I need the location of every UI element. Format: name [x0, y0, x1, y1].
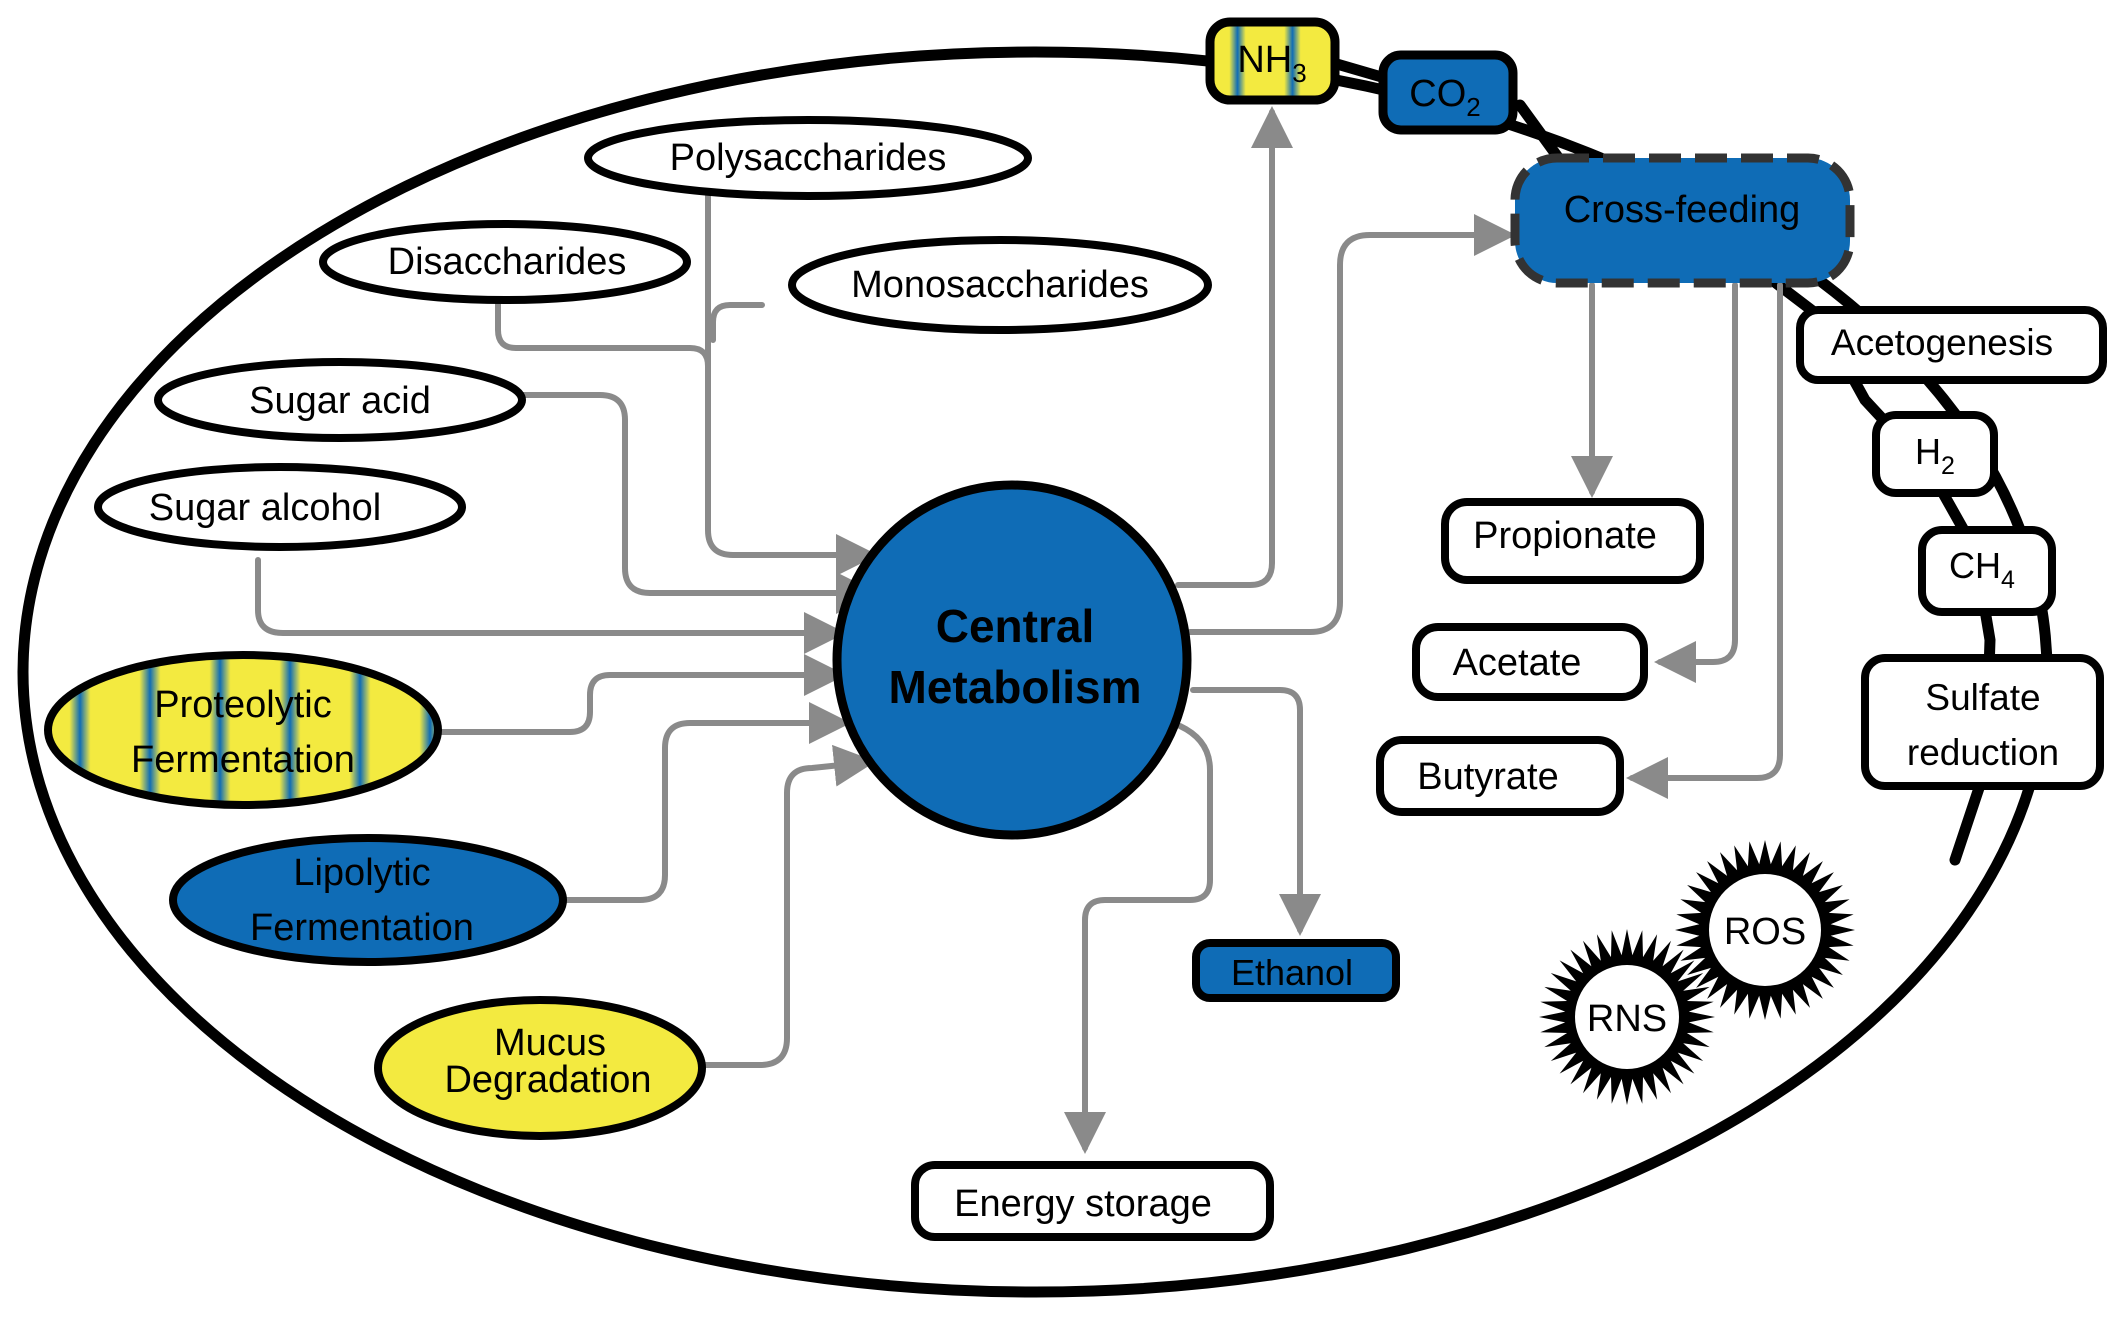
arrow-to-nh3 [1175, 106, 1293, 588]
label-lipolytic-line2: Fermentation [250, 907, 474, 949]
node-rns: RNS [1539, 929, 1715, 1105]
node-sugar-acid: Sugar acid [154, 358, 526, 442]
label-lipolytic-line1: Lipolytic [293, 852, 430, 894]
label-polysaccharides: Polysaccharides [670, 137, 947, 179]
node-nh3: NH3 [1205, 17, 1340, 105]
node-mucus-degradation: Mucus Degradation [374, 996, 706, 1140]
label-nh3: NH3 [1237, 39, 1306, 88]
node-acetogenesis: Acetogenesis [1796, 306, 2107, 384]
arrow-disaccharides [495, 289, 711, 369]
node-cross-feeding: Cross-feeding [1510, 153, 1855, 288]
node-propionate: Propionate [1441, 498, 1704, 584]
label-ros: ROS [1724, 911, 1806, 953]
label-sugar-acid: Sugar acid [249, 380, 431, 422]
label-butyrate: Butyrate [1417, 756, 1559, 798]
label-propionate: Propionate [1473, 515, 1657, 557]
arrow-to-ethanol [1190, 687, 1321, 936]
node-monosaccharides: Monosaccharides [788, 236, 1212, 334]
arrow-to-butyrate [1626, 282, 1783, 799]
label-metabolism: Metabolism [888, 661, 1141, 713]
label-central: Central [936, 600, 1094, 652]
node-proteolytic-fermentation: Proteolytic Fermentation [44, 651, 442, 809]
arrow-monosaccharides [710, 302, 765, 343]
label-energy-storage: Energy storage [954, 1183, 1212, 1225]
label-proteolytic-line1: Proteolytic [154, 684, 331, 726]
node-sugar-alcohol: Sugar alcohol [94, 463, 466, 551]
label-mucus-line2: Degradation [444, 1059, 651, 1101]
node-butyrate: Butyrate [1376, 736, 1624, 816]
label-reduction: reduction [1907, 732, 2059, 773]
label-acetogenesis: Acetogenesis [1831, 322, 2053, 363]
arrow-to-acetate [1654, 282, 1738, 683]
arrow-polysaccharides [705, 193, 878, 576]
label-ch4: CH4 [1949, 545, 2015, 594]
label-proteolytic-line2: Fermentation [131, 739, 355, 781]
arrow-lipolytic [563, 702, 851, 903]
label-cross-feeding: Cross-feeding [1564, 189, 1801, 231]
label-acetate: Acetate [1453, 642, 1582, 684]
label-h2: H2 [1915, 431, 1955, 480]
node-disaccharides: Disaccharides [319, 220, 691, 304]
arrow-to-cross-feeding [1187, 214, 1516, 635]
node-sulfate-reduction: Sulfate reduction [1861, 654, 2104, 790]
node-acetate: Acetate [1412, 623, 1648, 701]
label-sugar-alcohol: Sugar alcohol [149, 487, 381, 529]
label-mucus-line1: Mucus [494, 1022, 606, 1064]
node-ros: ROS [1675, 840, 1855, 1020]
label-rns: RNS [1587, 998, 1667, 1040]
label-disaccharides: Disaccharides [388, 241, 627, 283]
arrow-to-energy-storage [1064, 723, 1213, 1154]
arrow-sugar-alcohol [255, 557, 846, 654]
node-energy-storage: Energy storage [911, 1161, 1274, 1241]
node-co2: CO2 [1378, 50, 1518, 135]
label-ethanol: Ethanol [1231, 952, 1353, 993]
node-h2: H2 [1872, 411, 1998, 497]
arrow-proteolytic [429, 654, 846, 735]
label-sulfate: Sulfate [1925, 677, 2040, 718]
node-lipolytic-fermentation: Lipolytic Fermentation [169, 834, 567, 966]
node-central-metabolism: Central Metabolism [832, 480, 1192, 840]
node-ethanol: Ethanol [1192, 939, 1400, 1002]
label-co2: CO2 [1409, 73, 1480, 122]
label-monosaccharides: Monosaccharides [851, 264, 1149, 306]
arrow-sugar-acid [515, 392, 878, 614]
node-polysaccharides: Polysaccharides [584, 116, 1032, 200]
arrow-mucus [702, 744, 876, 1068]
node-ch4: CH4 [1918, 526, 2056, 616]
